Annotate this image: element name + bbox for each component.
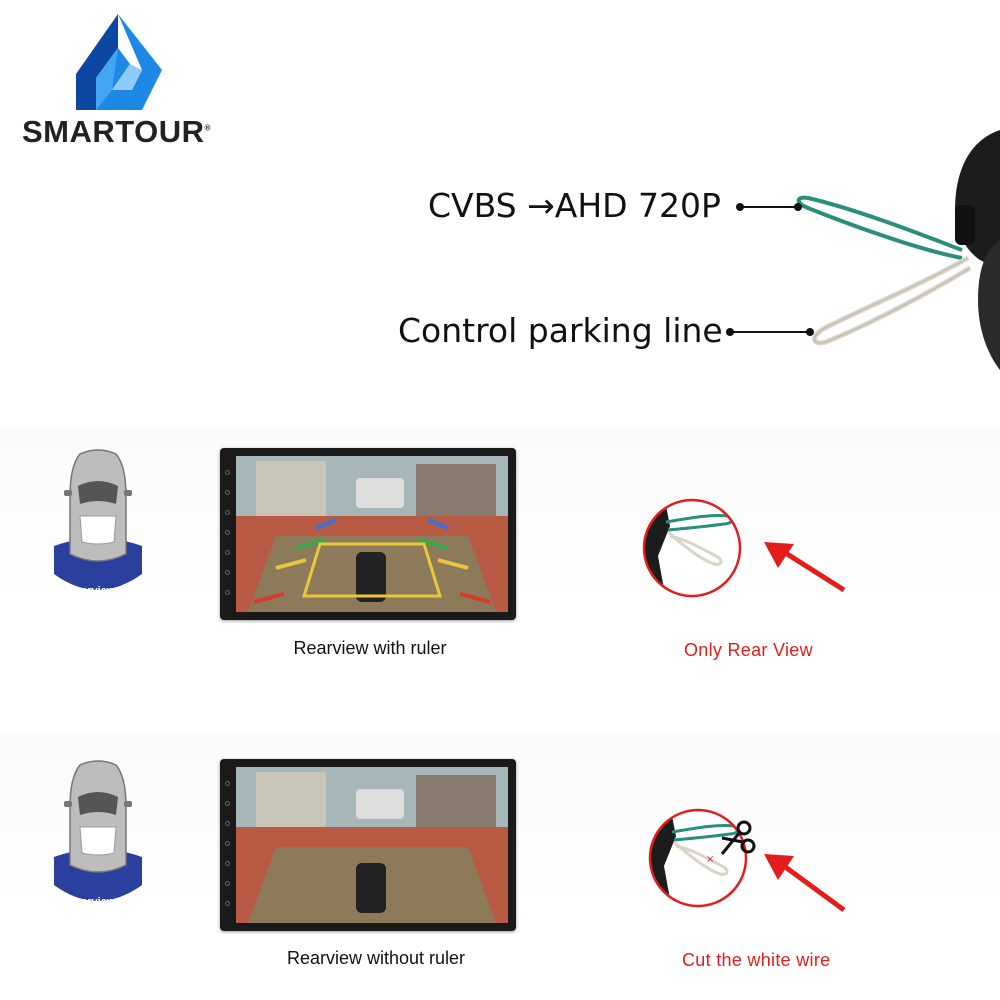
only-rear-view-caption: Only Rear View [684, 640, 813, 660]
red-arrow-icon [764, 542, 846, 593]
car-rearview-icon [54, 760, 142, 901]
cut-white-wire-caption: Cut the white wire [682, 950, 831, 970]
cvbs-ahd-label: CVBS →AHD 720P [428, 186, 721, 225]
brand-logo-icon [76, 14, 162, 110]
svg-text:×: × [706, 854, 714, 865]
trademark-symbol: ® [204, 123, 211, 133]
monitor-side-buttons [224, 781, 232, 911]
red-arrow-icon [764, 854, 846, 913]
car-rearview-icon [54, 449, 142, 590]
rearview-without-ruler-caption: Rearview without ruler [286, 948, 466, 968]
brand-name: SMARTOUR® [22, 114, 211, 149]
wire-intact-zoom-icon [642, 498, 742, 598]
rearview-camera-screen [236, 456, 508, 612]
rearview-with-ruler-caption: Rearview with ruler [293, 638, 447, 658]
scissors-icon [720, 820, 756, 855]
head-unit-monitor [220, 448, 516, 620]
rearview-camera-screen [236, 767, 508, 923]
rearview-badge-label: rearview [70, 585, 116, 597]
monitor-side-buttons [224, 470, 232, 600]
camera-wires-illustration [726, 130, 1000, 370]
rearview-badge-label: rearview [70, 896, 116, 908]
control-parking-line-label: Control parking line [398, 311, 723, 350]
head-unit-monitor [220, 759, 516, 931]
wire-cut-zoom-icon: × [648, 808, 748, 908]
